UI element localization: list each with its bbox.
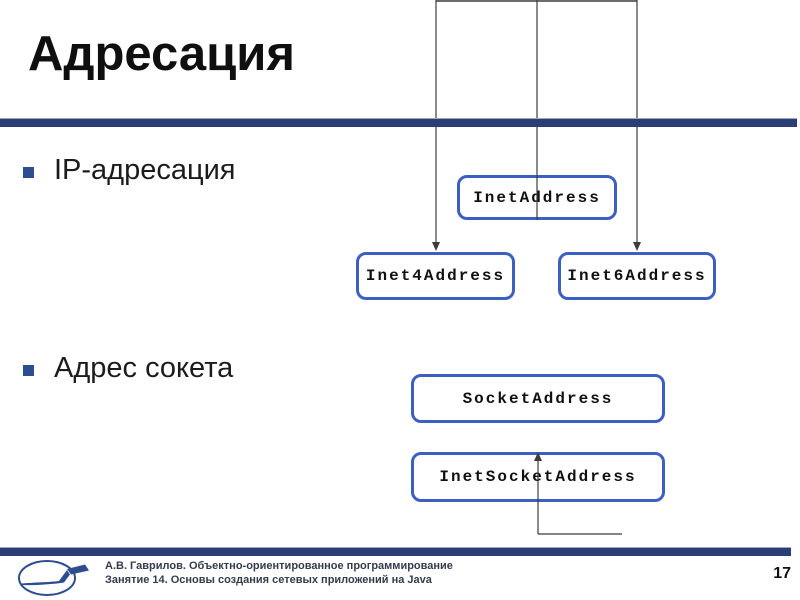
bullet-item-ip-addressing: IP-адресация — [23, 150, 236, 190]
diagram-node-inetaddress: InetAddress — [457, 175, 617, 220]
bullet-item-socket-address: Адрес сокета — [23, 348, 233, 388]
slide-title: Адресация — [28, 27, 295, 81]
bullet-square-icon — [23, 365, 34, 376]
node-label: SocketAddress — [462, 389, 614, 408]
diagram-node-inetsocketaddress: InetSocketAddress — [411, 452, 665, 502]
footer-line-2: Занятие 14. Основы создания сетевых прил… — [105, 574, 432, 586]
node-label: Inet4Address — [365, 267, 506, 285]
bullet-square-icon — [23, 167, 34, 178]
bullet-label: Адрес сокета — [54, 352, 234, 384]
diagram-node-socketaddress: SocketAddress — [411, 374, 665, 423]
arrow-down-icon — [432, 242, 440, 251]
organization-logo-icon — [18, 560, 89, 596]
diagram-node-inet4address: Inet4Address — [356, 252, 515, 300]
top-divider-bar — [0, 118, 797, 127]
footer-line-1: А.В. Гаврилов. Объектно-ориентированное … — [105, 560, 453, 572]
node-label: Inet6Address — [567, 267, 707, 285]
node-label: InetSocketAddress — [439, 468, 637, 486]
arrow-down-icon — [633, 242, 641, 251]
footer-credits: А.В. Гаврилов. Объектно-ориентированное … — [105, 559, 453, 587]
bottom-divider-bar — [0, 547, 791, 556]
diagram-node-inet6address: Inet6Address — [558, 252, 716, 300]
node-label: InetAddress — [473, 188, 601, 207]
bullet-label: IP-адресация — [54, 154, 236, 186]
page-number: 17 — [773, 565, 791, 582]
